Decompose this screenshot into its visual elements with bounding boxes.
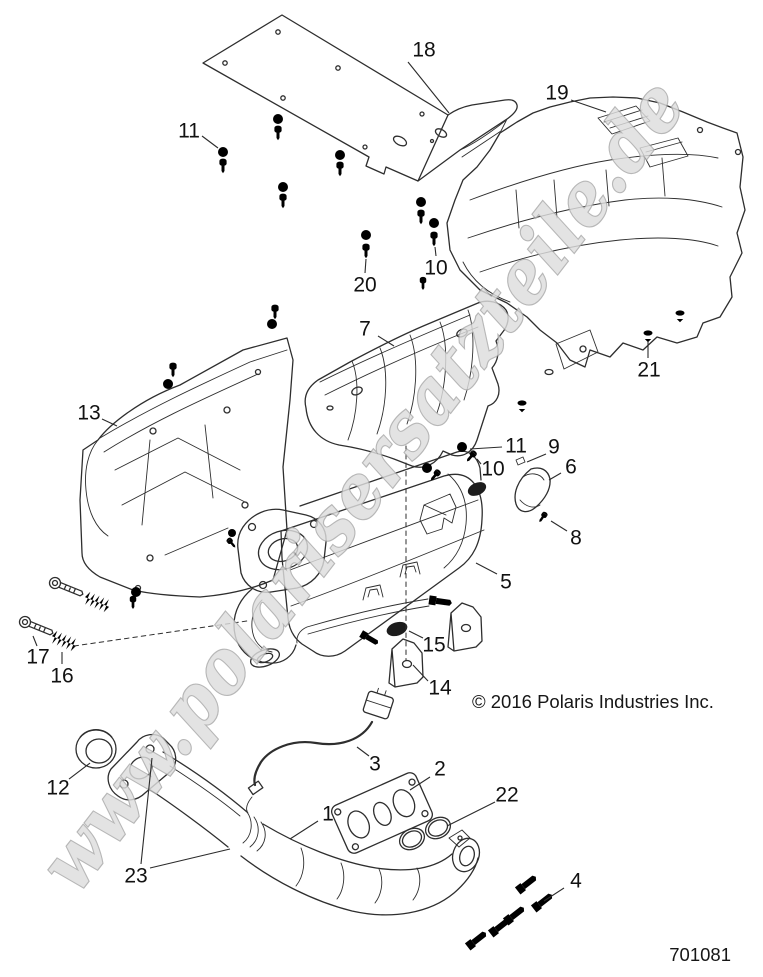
callout-3: 3	[356, 746, 381, 776]
callout-leader-line	[356, 746, 370, 757]
part-4-bolts	[464, 873, 555, 951]
callout-number: 12	[46, 777, 69, 800]
callout-1: 1	[289, 803, 334, 840]
part-9-clip	[515, 456, 526, 466]
callout-leader-line	[408, 630, 424, 639]
diagram-line-art	[18, 14, 746, 951]
callout-leader-line	[543, 887, 565, 902]
callout-leader-line	[409, 776, 431, 791]
part-6-cover	[514, 467, 551, 513]
callout-leader-line	[377, 335, 395, 347]
callout-7: 7	[359, 318, 395, 347]
diagram-number: 701081	[669, 944, 731, 965]
part-8-screw	[537, 510, 549, 524]
callout-8: 8	[550, 520, 582, 550]
callout-number: 15	[422, 634, 445, 657]
callout-12: 12	[46, 762, 91, 800]
callout-number: 10	[481, 458, 504, 481]
part-12-end-cap	[75, 728, 117, 769]
callout-number: 10	[424, 257, 447, 280]
part-22-o-rings	[398, 816, 452, 851]
callout-19: 19	[545, 82, 607, 113]
callout-number: 20	[353, 274, 376, 297]
callout-10: 10	[424, 246, 448, 280]
callout-23: 23	[124, 757, 231, 888]
callout-number: 19	[545, 82, 568, 105]
callout-leader-line	[201, 135, 219, 149]
callout-leader-line	[570, 99, 607, 113]
callout-number: 11	[505, 435, 527, 458]
callout-leader-line	[550, 520, 568, 532]
callout-number: 4	[570, 870, 582, 893]
callout-5: 5	[475, 562, 512, 594]
callout-9: 9	[526, 436, 560, 463]
callout-2: 2	[409, 758, 446, 791]
callout-number: 16	[50, 665, 73, 688]
callout-4: 4	[543, 870, 582, 902]
callout-number: 9	[548, 436, 560, 459]
callout-21: 21	[637, 342, 661, 382]
callout-leader-line	[149, 848, 231, 869]
callout-number: 5	[500, 571, 512, 594]
callout-leader-line	[101, 418, 118, 427]
callout-number: 22	[495, 784, 518, 807]
part-3-oxygen-sensor	[246, 687, 394, 814]
callout-leader-line	[526, 453, 547, 463]
callout-leader-line	[407, 61, 450, 114]
callout-number: 21	[637, 359, 660, 382]
callout-number: 7	[359, 318, 371, 341]
callout-18: 18	[407, 39, 450, 114]
callout-11: 11	[178, 120, 219, 149]
callout-leader-line	[446, 801, 496, 827]
callout-16: 16	[50, 652, 74, 688]
callout-22: 22	[446, 784, 519, 827]
callout-number: 8	[570, 527, 582, 550]
callout-leader-line	[476, 458, 482, 465]
callout-14: 14	[412, 664, 452, 700]
callout-number: 2	[434, 758, 446, 781]
part-14-rubber-mounts	[388, 602, 483, 688]
callout-number: 23	[124, 865, 147, 888]
callout-number: 14	[428, 677, 452, 700]
callout-6: 6	[548, 456, 577, 481]
callout-number: 17	[26, 646, 49, 669]
callout-number: 3	[369, 753, 381, 776]
part-13-heat-shield	[79, 304, 294, 609]
callout-leader-line	[32, 635, 38, 647]
callout-leader-line	[548, 472, 562, 481]
callout-11: 11	[469, 435, 527, 458]
callout-15: 15	[408, 630, 446, 657]
callout-20: 20	[353, 258, 377, 297]
callout-number: 11	[178, 120, 200, 143]
part-17-bolts-and-16-springs	[18, 576, 248, 653]
copyright-text: © 2016 Polaris Industries Inc.	[472, 691, 714, 712]
part-18-mounting-plate	[202, 14, 518, 182]
callout-leader-line	[289, 820, 319, 840]
callout-leader-line	[475, 562, 498, 575]
callout-leader-line	[412, 664, 429, 682]
callout-number: 18	[412, 39, 435, 62]
watermark-text: www.polarisersatzteile.de	[23, 63, 703, 907]
callout-leader-line	[140, 757, 153, 865]
callout-number: 1	[322, 803, 334, 826]
callout-leader-line	[469, 446, 503, 450]
callout-leader-line	[434, 246, 437, 257]
part-19-heat-shield	[446, 96, 746, 376]
callout-number: 6	[565, 456, 577, 479]
part-1-head-pipe	[107, 733, 481, 916]
callout-leader-line	[364, 258, 367, 274]
callout-17: 17	[26, 635, 50, 669]
callout-leader-line	[68, 762, 91, 780]
callout-number: 13	[77, 402, 100, 425]
part-5-muffler	[225, 445, 487, 668]
part-2-gasket	[330, 772, 434, 854]
part-7-heat-shield	[304, 300, 509, 468]
callout-10: 10	[476, 458, 505, 481]
callout-13: 13	[77, 402, 118, 427]
